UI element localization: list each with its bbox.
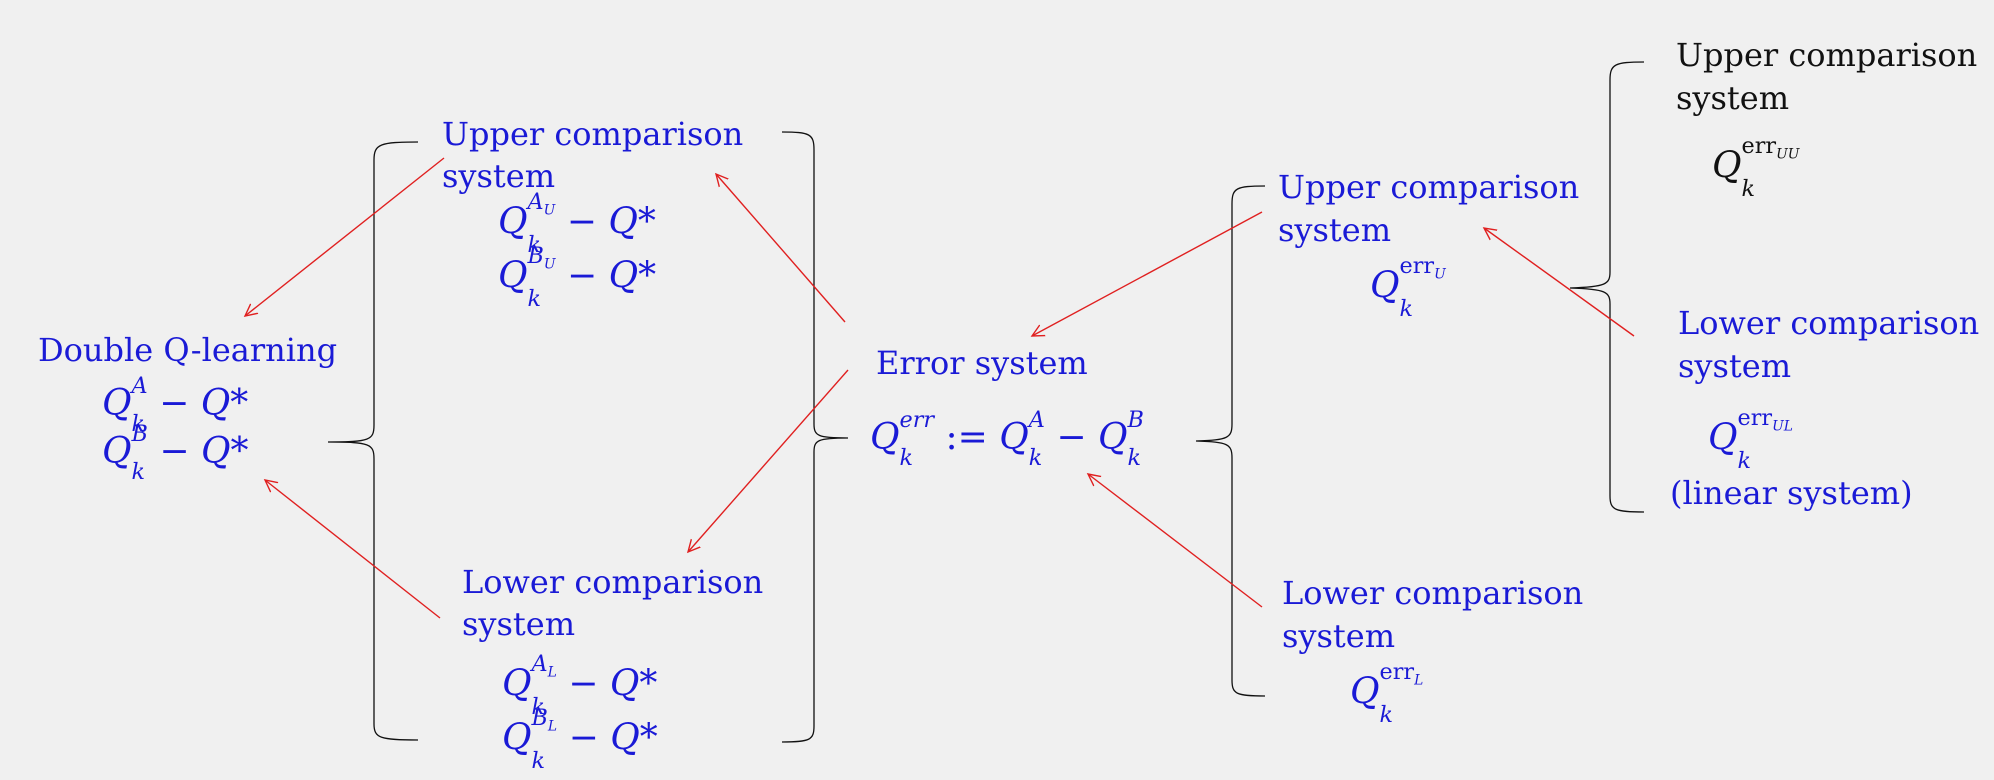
lower-right-note: (linear system)	[1670, 474, 1913, 512]
lower-mid-title-line1: Lower comparison	[1282, 574, 1584, 612]
lower-left-title-line2: system	[462, 605, 576, 643]
lower-right-title-line2: system	[1678, 347, 1792, 385]
upper-right-title-line2: system	[1676, 79, 1790, 117]
arrow-error-to-lower	[688, 369, 849, 552]
upper-left-title-line1: Upper comparison	[442, 115, 744, 153]
upper-left-title-line2: system	[442, 157, 556, 195]
upper-mid-title-line2: system	[1278, 211, 1392, 249]
brace-left-group	[327, 141, 419, 741]
arrow-upper-to-doubleq	[245, 157, 445, 316]
lower-left-title-line1: Lower comparison	[462, 563, 764, 601]
brace-right-group	[1569, 61, 1645, 513]
upper-right-title-line1: Upper comparison	[1676, 36, 1978, 74]
arrow-lower-to-doubleq	[265, 480, 441, 619]
brace-mid-group	[1195, 185, 1266, 697]
brace-error-group	[781, 131, 849, 743]
lower-right-title-line1: Lower comparison	[1678, 304, 1980, 342]
arrow-midlower-to-error	[1088, 474, 1263, 608]
arrow-midupper-to-error	[1032, 211, 1263, 336]
arrow-rightlower-to-midupper	[1484, 228, 1635, 337]
doubleq-title: Double Q-learning	[38, 331, 338, 369]
error-title: Error system	[876, 344, 1088, 382]
arrow-error-to-upper	[716, 174, 846, 323]
lower-mid-title-line2: system	[1282, 617, 1396, 655]
upper-mid-title-line1: Upper comparison	[1278, 168, 1580, 206]
